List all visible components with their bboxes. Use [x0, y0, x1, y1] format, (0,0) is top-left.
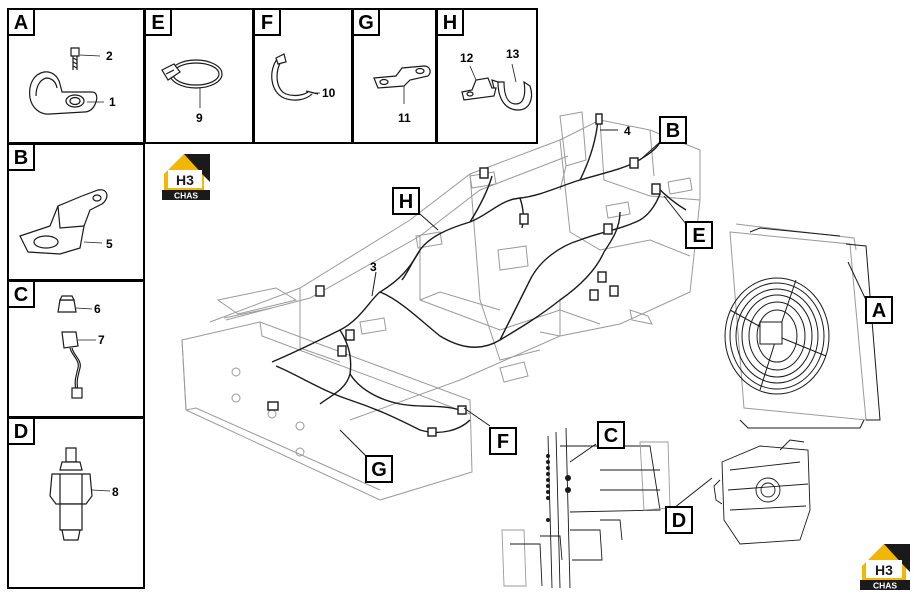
- svg-text:A: A: [14, 12, 28, 34]
- callout-13: 13: [506, 47, 520, 61]
- view-tag-d: D: [665, 506, 693, 534]
- panel-b-parts: [19, 189, 108, 255]
- callout-5: 5: [106, 237, 113, 251]
- radiator-fan-drawing: [724, 223, 881, 429]
- bracket-part-drawing: [373, 65, 431, 89]
- detail-d-view-drawing: [713, 439, 811, 545]
- svg-text:H: H: [399, 191, 413, 213]
- panel-tag-a: A: [7, 8, 35, 36]
- brand-logo-bottom: H3 CHAS: [860, 544, 910, 591]
- panel-c-parts: [57, 295, 96, 399]
- mounting-bracket-part-drawing: [19, 189, 108, 255]
- callout-3: 3: [370, 260, 377, 274]
- svg-text:G: G: [358, 12, 374, 34]
- svg-text:CHAS: CHAS: [873, 581, 897, 591]
- callout-6: 6: [94, 302, 101, 316]
- callout-11: 11: [398, 111, 411, 125]
- view-tag-h: H: [392, 187, 420, 215]
- panel-a-parts: [29, 47, 104, 115]
- bolt-part-drawing: [70, 47, 80, 70]
- view-tag-a: A: [865, 296, 893, 324]
- view-tag-e: E: [685, 221, 713, 249]
- svg-text:A: A: [872, 300, 886, 322]
- svg-text:D: D: [672, 510, 686, 532]
- view-tag-f: F: [489, 427, 517, 455]
- main-leaders: [339, 129, 867, 509]
- chassis-frame-drawing: [181, 111, 701, 501]
- saddle-clip-part-drawing: [461, 77, 497, 101]
- cable-tie-part-drawing: [271, 53, 319, 101]
- cable-clip-part-drawing: [161, 59, 223, 89]
- panel-f-parts: [271, 53, 320, 101]
- p-clamp-part-drawing: [491, 79, 533, 111]
- svg-text:G: G: [371, 459, 387, 481]
- main-letter-tags: B E H A F G C D: [365, 116, 893, 534]
- panel-tag-g: G: [352, 8, 380, 36]
- sensor-harness-part-drawing: [61, 331, 83, 399]
- panel-tag-e: E: [144, 8, 172, 36]
- callout-2: 2: [106, 49, 113, 63]
- panel-e-parts: [161, 59, 223, 108]
- panel-letter-tags: A E F G H B C D: [7, 8, 464, 445]
- svg-text:E: E: [151, 12, 164, 34]
- brand-logo-top: H3 CHAS: [162, 154, 210, 201]
- view-tag-g: G: [365, 455, 393, 483]
- svg-text:H3: H3: [875, 562, 893, 578]
- callout-12: 12: [460, 51, 474, 65]
- view-tag-b: B: [659, 116, 687, 144]
- svg-text:C: C: [604, 425, 618, 447]
- svg-text:B: B: [14, 147, 28, 169]
- svg-text:CHAS: CHAS: [174, 191, 198, 201]
- svg-text:C: C: [14, 284, 28, 306]
- detail-c-dots: [546, 454, 571, 522]
- sensor-part-drawing: [57, 295, 77, 313]
- svg-text:E: E: [692, 225, 705, 247]
- panel-g-parts: [373, 65, 431, 104]
- temperature-sender-part-drawing: [49, 447, 93, 541]
- panel-tag-d: D: [7, 417, 35, 445]
- callout-10: 10: [322, 86, 336, 100]
- panel-h-parts: [461, 63, 533, 111]
- callout-1: 1: [109, 95, 116, 109]
- callout-9: 9: [196, 111, 203, 125]
- panel-d-parts: [49, 447, 111, 541]
- svg-text:F: F: [497, 431, 509, 453]
- panel-tag-b: B: [7, 143, 35, 171]
- panel-tag-h: H: [436, 8, 464, 36]
- panel-tag-f: F: [253, 8, 281, 36]
- detail-c-view-drawing: [501, 427, 671, 589]
- panel-tag-c: C: [7, 280, 35, 308]
- svg-text:B: B: [666, 120, 680, 142]
- svg-text:H: H: [443, 12, 457, 34]
- svg-text:H3: H3: [176, 172, 194, 188]
- detail-panels: [7, 8, 538, 589]
- wiring-harness-drawing: [267, 113, 687, 437]
- callout-4: 4: [624, 124, 631, 138]
- view-tag-c: C: [597, 421, 625, 449]
- callout-7: 7: [98, 333, 105, 347]
- svg-text:D: D: [14, 421, 28, 443]
- callout-8: 8: [112, 485, 119, 499]
- clamp-part-drawing: [29, 71, 98, 115]
- svg-text:F: F: [261, 12, 273, 34]
